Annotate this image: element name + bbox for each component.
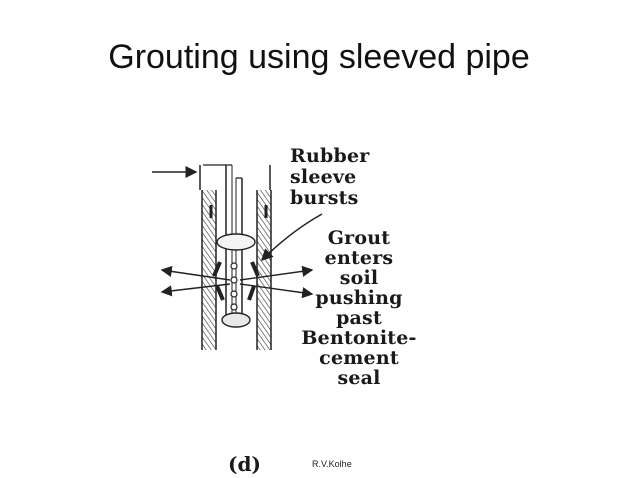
grout-flow-arrows [160, 265, 314, 299]
lower-packer [221, 312, 251, 328]
label-grout-enters: Grout enters soil pushing past Bentonite… [300, 228, 418, 388]
label-line: sleeve [290, 166, 357, 188]
label-line: Bentonite- [301, 327, 417, 349]
upper-packer [216, 233, 256, 251]
borehole-wall-left [201, 190, 217, 350]
label-line: pushing [315, 287, 403, 309]
grout-ports [230, 262, 238, 311]
label-line: bursts [290, 187, 359, 209]
label-rubber-sleeve: Rubber sleeve bursts [290, 146, 369, 209]
label-line: cement [319, 347, 399, 369]
borehole-wall-right [256, 190, 272, 350]
label-line: Rubber [290, 145, 370, 167]
sleeve-leader [260, 213, 323, 262]
label-line: seal [337, 367, 381, 389]
label-line: Grout [327, 227, 391, 249]
label-line: past [336, 307, 382, 329]
figure-caption: (d) [228, 452, 261, 476]
slide-title: Grouting using sleeved pipe [108, 38, 530, 76]
label-line: soil [339, 267, 379, 289]
author-footer: R.V.Kolhe [312, 459, 352, 469]
label-line: enters [324, 247, 394, 269]
rubber-sleeve-flaps [209, 205, 268, 301]
